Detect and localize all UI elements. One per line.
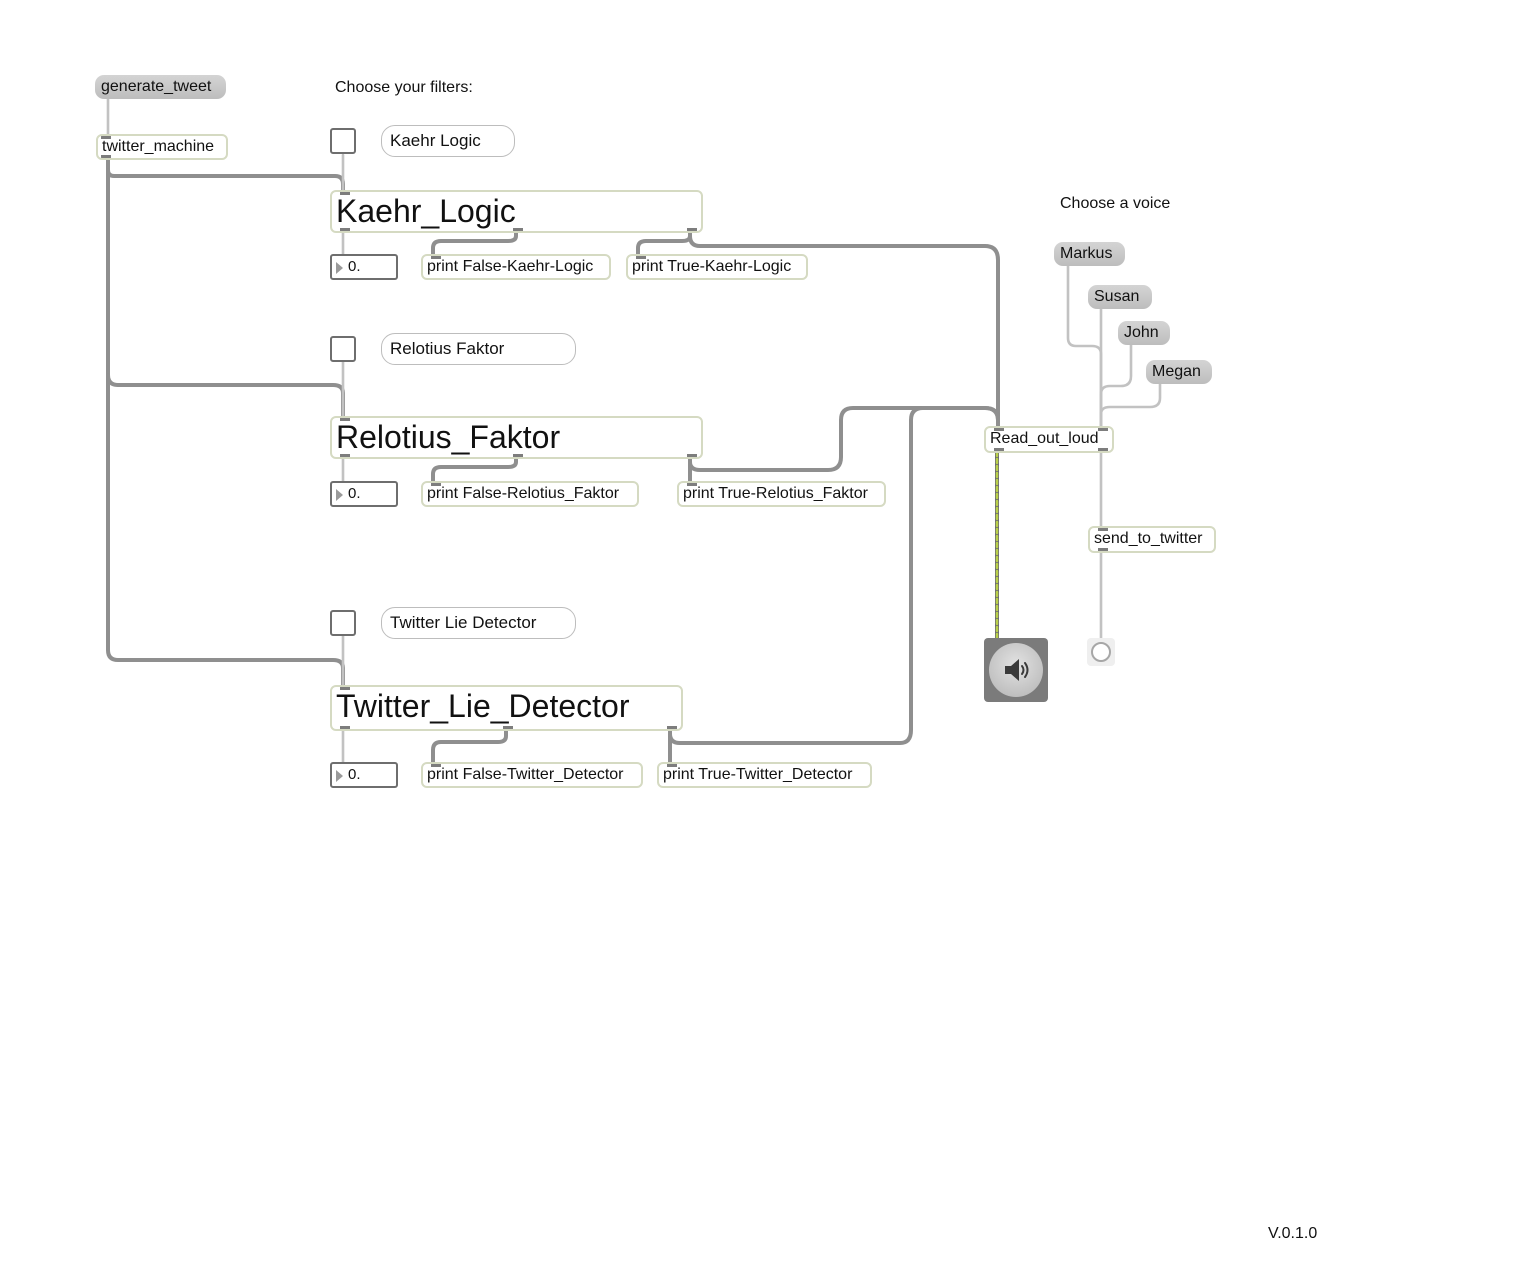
bang-icon xyxy=(1091,642,1111,662)
print-false-kaehr-logic-inlet[interactable] xyxy=(431,256,441,259)
print-true-relotius-faktor-label: print True-Relotius_Faktor xyxy=(683,485,868,502)
relotius-faktor-outlet-false[interactable] xyxy=(513,454,523,457)
print-true-relotius-faktor-inlet[interactable] xyxy=(687,483,697,486)
read-out-loud-inlet-right[interactable] xyxy=(1098,428,1108,431)
twitter-machine-inlet[interactable] xyxy=(101,136,111,139)
print-false-relotius-faktor-inlet[interactable] xyxy=(431,483,441,486)
print-false-twitter-detector-label: print False-Twitter_Detector xyxy=(427,766,624,783)
twitter-lie-detector-number-value: 0. xyxy=(348,766,361,783)
send-to-twitter-inlet[interactable] xyxy=(1098,528,1108,531)
twitter-lie-detector-outlet-value[interactable] xyxy=(340,726,350,729)
read-out-loud-object[interactable]: Read_out_loud xyxy=(984,426,1114,453)
print-false-relotius-faktor-label: print False-Relotius_Faktor xyxy=(427,485,620,502)
number-arrow-icon xyxy=(336,489,343,501)
relotius-faktor-outlet-value[interactable] xyxy=(340,454,350,457)
relotius-faktor-toggle[interactable] xyxy=(330,336,356,362)
read-out-loud-outlet-audio[interactable] xyxy=(994,448,1004,451)
voice-heading: Choose a voice xyxy=(1060,195,1171,212)
voice-markus-label: Markus xyxy=(1060,245,1113,262)
relotius-faktor-toggle-label: Relotius Faktor xyxy=(381,333,576,365)
print-true-twitter-detector-label: print True-Twitter_Detector xyxy=(663,766,853,783)
print-false-relotius-faktor[interactable]: print False-Relotius_Faktor xyxy=(421,481,639,507)
print-true-kaehr-logic-label: print True-Kaehr-Logic xyxy=(632,258,792,275)
voice-markus-message[interactable]: Markus xyxy=(1054,242,1125,266)
voice-megan-message[interactable]: Megan xyxy=(1146,360,1212,384)
read-out-loud-inlet-left[interactable] xyxy=(994,428,1004,431)
twitter-lie-detector-toggle[interactable] xyxy=(330,610,356,636)
relotius-faktor-inlet[interactable] xyxy=(340,418,350,421)
kaehr-logic-object[interactable]: Kaehr_Logic xyxy=(330,190,703,233)
kaehr-logic-outlet-true[interactable] xyxy=(687,228,697,231)
read-out-loud-outlet-text[interactable] xyxy=(1098,448,1108,451)
relotius-faktor-number[interactable]: 0. xyxy=(330,481,398,507)
print-false-kaehr-logic[interactable]: print False-Kaehr-Logic xyxy=(421,254,611,280)
filters-heading: Choose your filters: xyxy=(335,79,473,96)
relotius-faktor-object[interactable]: Relotius_Faktor xyxy=(330,416,703,459)
send-to-twitter-object[interactable]: send_to_twitter xyxy=(1088,526,1216,553)
twitter-machine-outlet[interactable] xyxy=(101,155,111,158)
voice-susan-message[interactable]: Susan xyxy=(1088,285,1152,309)
kaehr-logic-number[interactable]: 0. xyxy=(330,254,398,280)
relotius-faktor-label: Relotius_Faktor xyxy=(336,419,561,455)
twitter-lie-detector-toggle-label: Twitter Lie Detector xyxy=(381,607,576,639)
print-false-kaehr-logic-label: print False-Kaehr-Logic xyxy=(427,258,594,275)
voice-susan-label: Susan xyxy=(1094,288,1140,305)
relotius-faktor-number-value: 0. xyxy=(348,485,361,502)
twitter-lie-detector-outlet-false[interactable] xyxy=(503,726,513,729)
relotius-faktor-outlet-true[interactable] xyxy=(687,454,697,457)
print-true-twitter-detector[interactable]: print True-Twitter_Detector xyxy=(657,762,872,788)
twitter-lie-detector-inlet[interactable] xyxy=(340,687,350,690)
print-true-relotius-faktor[interactable]: print True-Relotius_Faktor xyxy=(677,481,886,507)
send-to-twitter-outlet[interactable] xyxy=(1098,548,1108,551)
twitter-lie-detector-label: Twitter_Lie_Detector xyxy=(336,688,630,724)
kaehr-logic-outlet-value[interactable] xyxy=(340,228,350,231)
generate-tweet-message[interactable]: generate_tweet xyxy=(95,75,226,99)
generate-tweet-label: generate_tweet xyxy=(101,78,212,95)
voice-john-message[interactable]: John xyxy=(1118,321,1170,345)
kaehr-logic-toggle[interactable] xyxy=(330,128,356,154)
send-to-twitter-label: send_to_twitter xyxy=(1094,530,1203,547)
read-out-loud-label: Read_out_loud xyxy=(990,430,1099,447)
twitter-lie-detector-number[interactable]: 0. xyxy=(330,762,398,788)
audio-output-button[interactable] xyxy=(984,638,1048,702)
voice-john-label: John xyxy=(1124,324,1159,341)
number-arrow-icon xyxy=(336,262,343,274)
kaehr-logic-label: Kaehr_Logic xyxy=(336,193,516,229)
twitter-machine-object[interactable]: twitter_machine xyxy=(96,134,228,160)
kaehr-logic-inlet[interactable] xyxy=(340,192,350,195)
twitter-machine-label: twitter_machine xyxy=(102,138,215,155)
twitter-lie-detector-outlet-true[interactable] xyxy=(667,726,677,729)
print-true-twitter-detector-inlet[interactable] xyxy=(667,764,677,767)
twitter-lie-detector-object[interactable]: Twitter_Lie_Detector xyxy=(330,685,683,731)
kaehr-logic-number-value: 0. xyxy=(348,258,361,275)
voice-megan-label: Megan xyxy=(1152,363,1201,380)
bang-button[interactable] xyxy=(1087,638,1115,666)
print-false-twitter-detector-inlet[interactable] xyxy=(431,764,441,767)
print-true-kaehr-logic-inlet[interactable] xyxy=(636,256,646,259)
print-false-twitter-detector[interactable]: print False-Twitter_Detector xyxy=(421,762,643,788)
kaehr-logic-toggle-label: Kaehr Logic xyxy=(381,125,515,157)
speaker-icon xyxy=(1005,659,1029,681)
number-arrow-icon xyxy=(336,770,343,782)
version-label: V.0.1.0 xyxy=(1268,1225,1318,1242)
kaehr-logic-outlet-false[interactable] xyxy=(513,228,523,231)
print-true-kaehr-logic[interactable]: print True-Kaehr-Logic xyxy=(626,254,808,280)
